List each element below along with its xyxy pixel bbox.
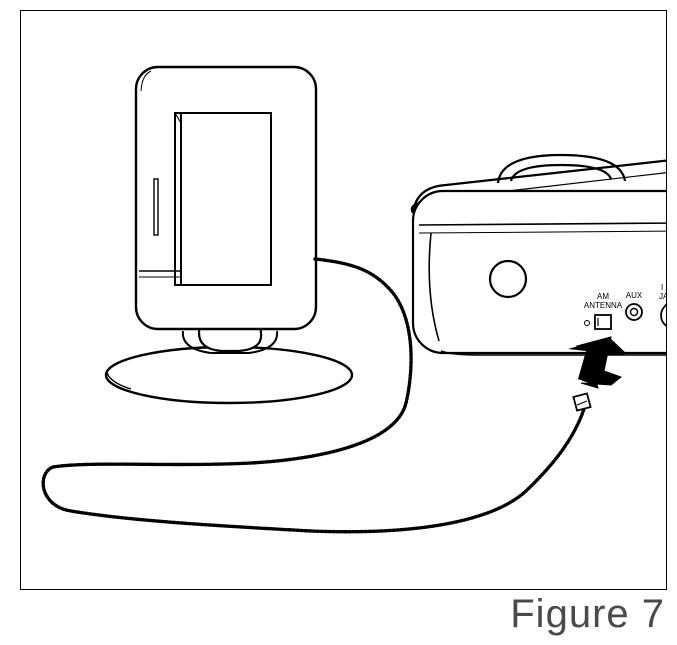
antenna-plug: [572, 392, 592, 412]
am-antenna-connection-diagram: AM ANTENNA AUX I JA: [41, 65, 667, 534]
jack-label-bottom: JA: [659, 292, 667, 301]
figure-caption: Figure 7: [510, 592, 665, 636]
insert-arrow-icon: [568, 336, 627, 389]
antenna-label: ANTENNA: [584, 301, 623, 310]
antenna-wire: [41, 257, 586, 534]
jack-partial: [660, 303, 666, 327]
loop-antenna: [104, 65, 354, 405]
am-label: AM: [597, 292, 609, 301]
radio-unit: [410, 153, 666, 356]
figure-frame: AM ANTENNA AUX I JA: [20, 10, 667, 590]
am-antenna-socket: [584, 314, 612, 330]
aux-jack: [625, 303, 643, 321]
aux-label: AUX: [626, 291, 643, 300]
jack-label-top: I: [661, 283, 663, 292]
